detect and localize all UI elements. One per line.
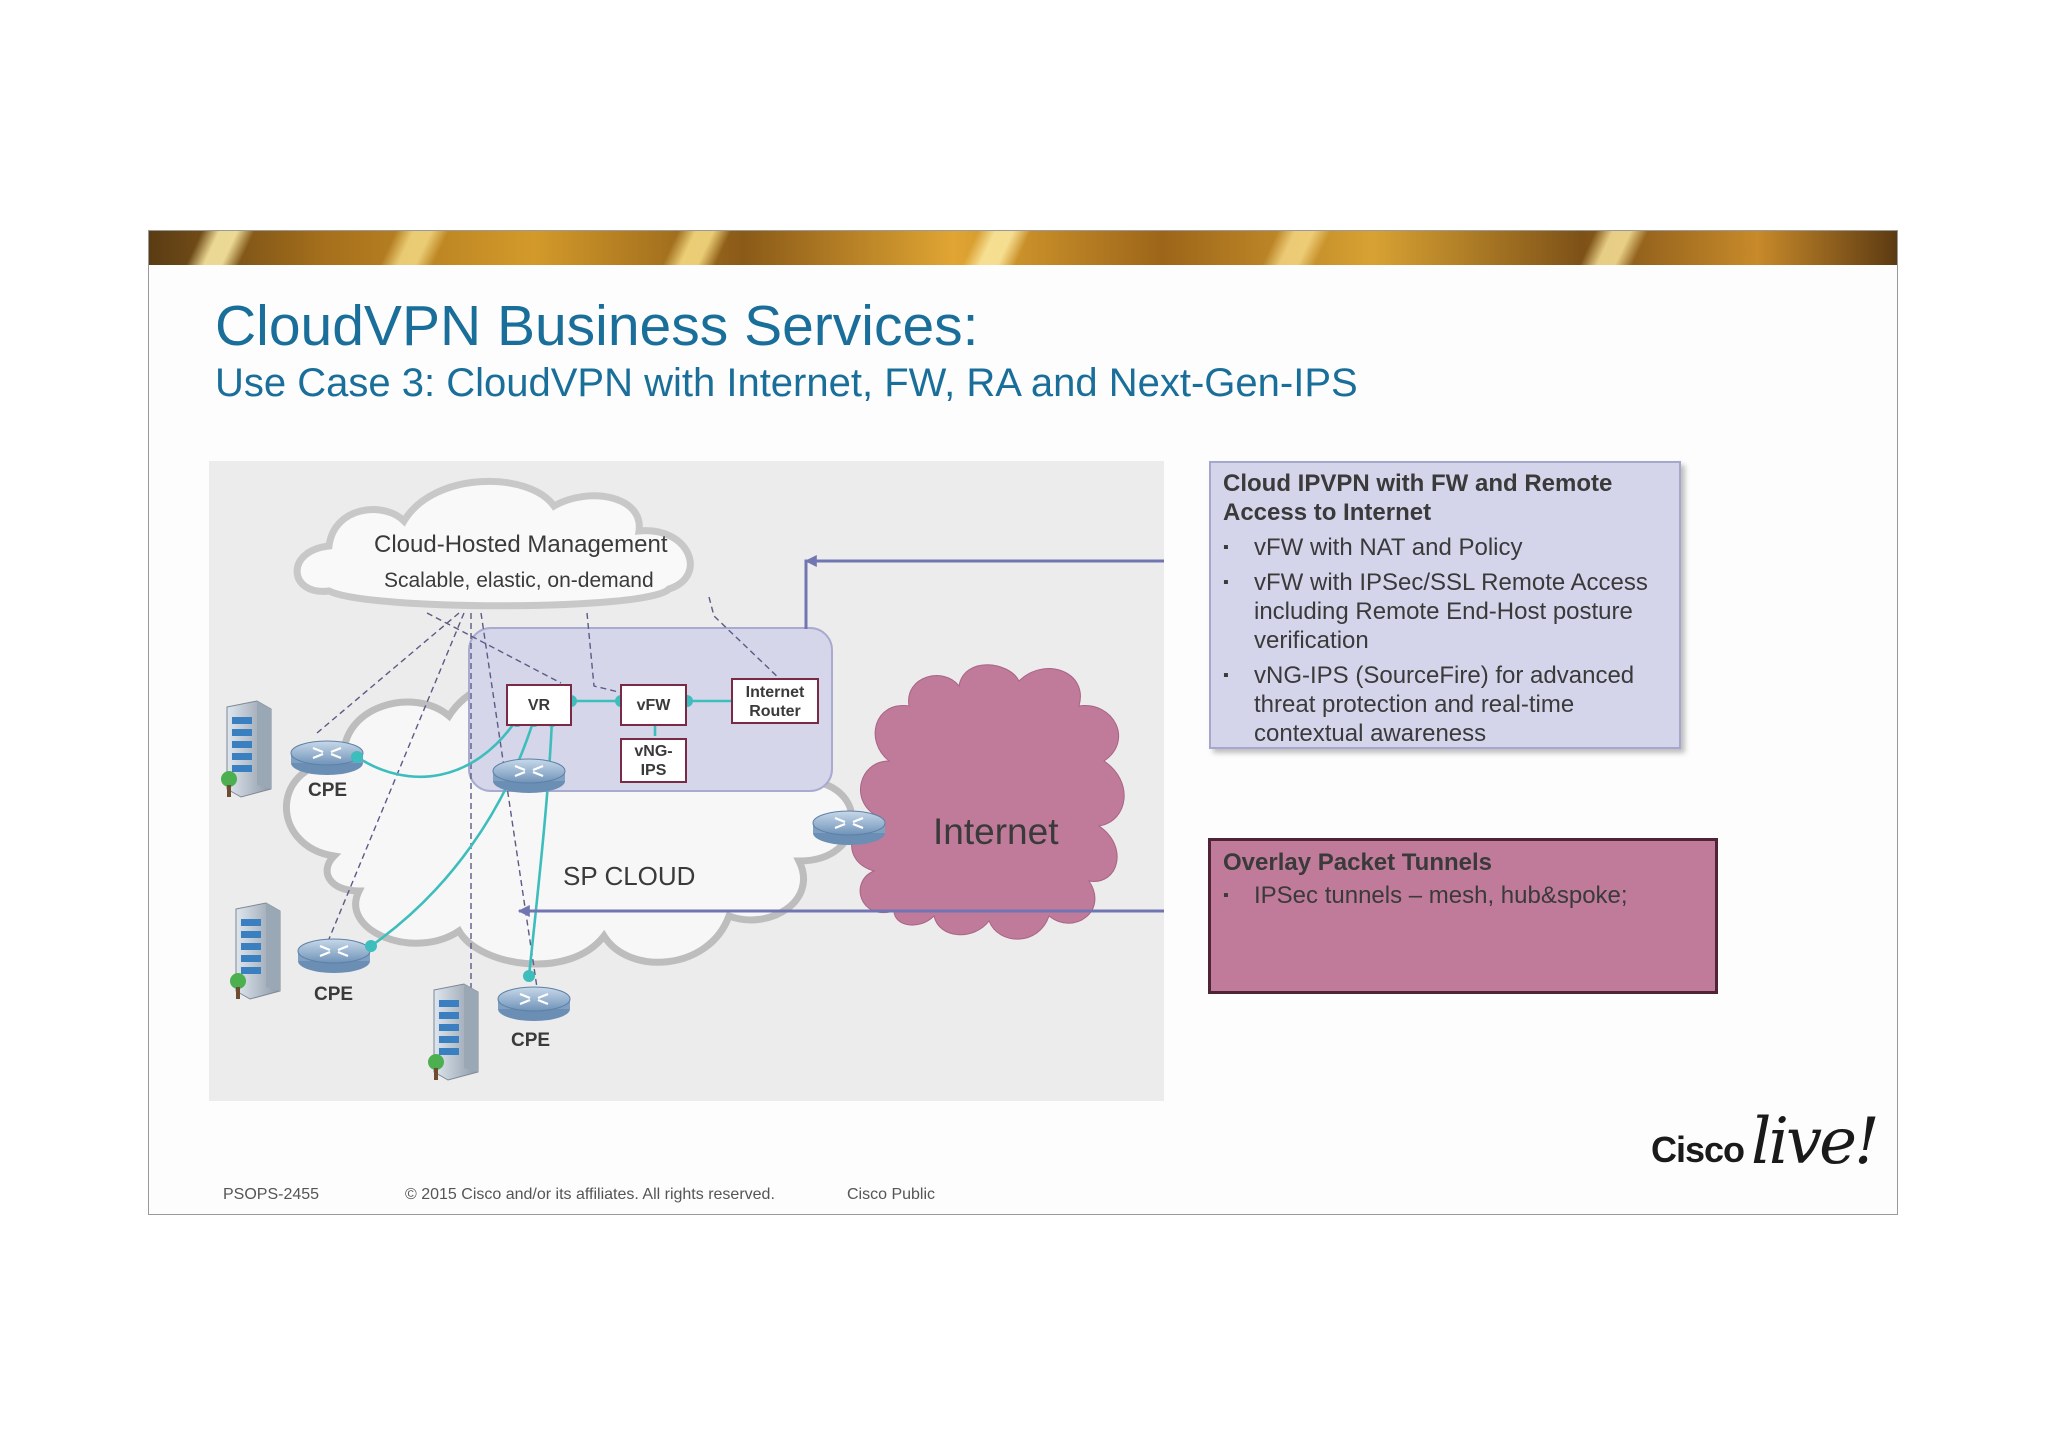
ipvpn-callout: Cloud IPVPN with FW and Remote Access to… (1209, 461, 1681, 749)
management-links (316, 596, 785, 1016)
slide: CloudVPN Business Services: Use Case 3: … (148, 230, 1898, 1215)
cpe-router-icon (296, 937, 372, 975)
cpe-router-icon (496, 985, 572, 1023)
cpe-label: CPE (308, 780, 348, 801)
slide-subtitle: Use Case 3: CloudVPN with Internet, FW, … (215, 361, 1358, 405)
management-subtitle: Scalable, elastic, on-demand (384, 569, 654, 592)
diagram-canvas (209, 461, 1164, 1101)
slide-title: CloudVPN Business Services: (215, 294, 979, 358)
internet-cloud (851, 664, 1125, 940)
internet-label: Internet (933, 811, 1059, 852)
ipvpn-bullet: vFW with IPSec/SSL Remote Access includi… (1223, 568, 1663, 655)
internet-router-label-line2: Router (749, 703, 801, 720)
management-cloud (293, 477, 694, 610)
ipvpn-callout-title: Cloud IPVPN with FW and Remote Access to… (1223, 469, 1612, 527)
ipvpn-bullet: vNG-IPS (SourceFire) for advanced threat… (1223, 661, 1663, 748)
ipvpn-bullets: vFW with NAT and Policy vFW with IPSec/S… (1223, 533, 1663, 754)
logo-event: live! (1751, 1105, 1880, 1179)
branch-building-icon (229, 902, 281, 1000)
branch-building-icon (427, 983, 479, 1081)
cpe-label: CPE (511, 1030, 551, 1051)
logo-brand: Cisco (1651, 1129, 1745, 1170)
management-title: Cloud-Hosted Management (374, 531, 668, 558)
branch-building-icon (220, 700, 272, 798)
callout-arrows (517, 555, 1164, 917)
ipvpn-bullet: vFW with NAT and Policy (1223, 533, 1663, 562)
ipvpn-title-line2: Access to Internet (1223, 499, 1432, 526)
cpe-label: CPE (314, 984, 354, 1005)
vngips-label-line1: vNG- (634, 743, 673, 760)
vngips-label-line2: IPS (640, 762, 667, 779)
vfw-label: vFW (636, 697, 671, 714)
ipvpn-title-line1: Cloud IPVPN with FW and Remote (1223, 470, 1613, 497)
header-banner (149, 231, 1897, 265)
internet-router-label-line1: Internet (745, 684, 805, 701)
footer-copyright: © 2015 Cisco and/or its affiliates. All … (405, 1186, 775, 1203)
sp-cloud-label: SP CLOUD (563, 861, 696, 891)
tunnels-bullet: IPSec tunnels – mesh, hub&spoke; (1223, 881, 1703, 910)
vr-label: VR (527, 697, 551, 714)
internet-gw-router-icon (811, 809, 887, 847)
footer-classification: Cisco Public (847, 1186, 936, 1203)
tunnels-callout-title: Overlay Packet Tunnels (1223, 849, 1493, 876)
vngips-box: vNG- IPS (620, 738, 687, 783)
network-diagram: Cloud-Hosted Management Scalable, elasti… (209, 461, 1164, 1101)
internet-router-box: Internet Router (731, 678, 819, 724)
tunnels-bullets: IPSec tunnels – mesh, hub&spoke; (1223, 881, 1703, 916)
vfw-box: vFW (620, 684, 687, 726)
pe-router-icon (491, 757, 567, 795)
cisco-live-logo: Cisco live! (1651, 1105, 1880, 1181)
footer-session-code: PSOPS-2455 (223, 1186, 320, 1203)
tunnels-callout: Overlay Packet Tunnels IPSec tunnels – m… (1208, 838, 1718, 994)
vr-box: VR (506, 684, 572, 726)
